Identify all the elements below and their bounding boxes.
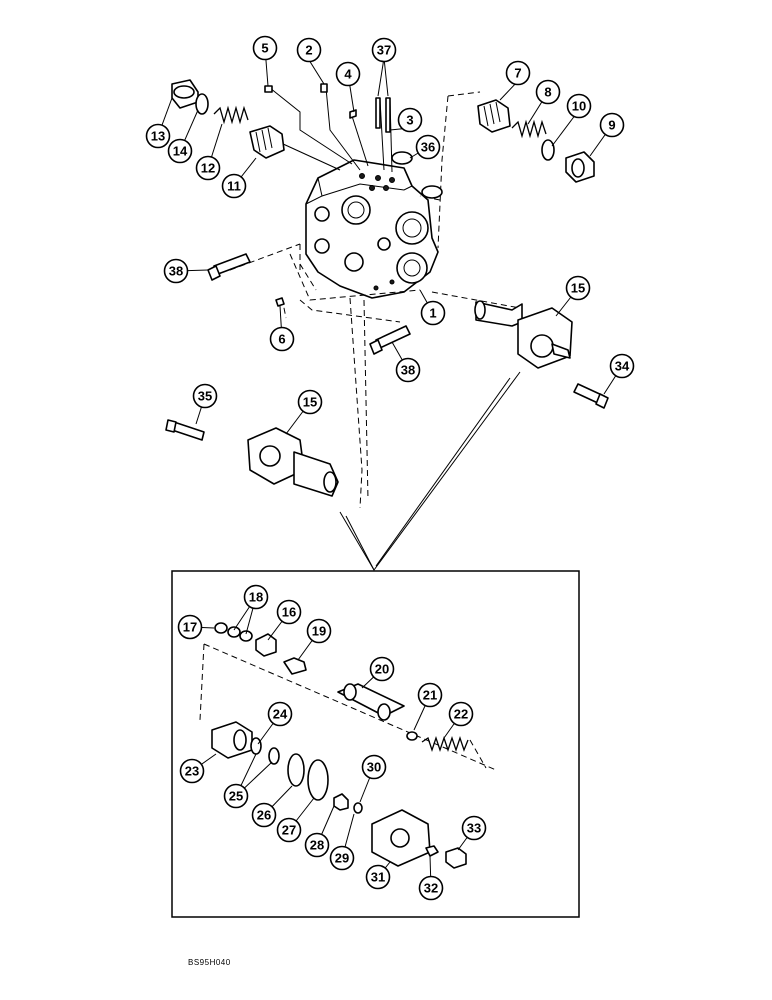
- svg-text:16: 16: [282, 605, 296, 620]
- callout-22: 22: [448, 701, 474, 727]
- svg-text:30: 30: [367, 760, 381, 775]
- svg-text:22: 22: [454, 707, 468, 722]
- svg-text:13: 13: [151, 129, 165, 144]
- callout-7: 7: [505, 60, 531, 86]
- svg-text:28: 28: [310, 838, 324, 853]
- upper-guide-lines: [229, 87, 521, 509]
- svg-text:4: 4: [344, 67, 352, 82]
- callout-6: 6: [269, 326, 295, 352]
- callout-26: 26: [251, 802, 277, 828]
- svg-text:38: 38: [401, 363, 415, 378]
- callout-9: 9: [599, 112, 625, 138]
- svg-text:36: 36: [421, 140, 435, 155]
- callout-25: 25: [223, 783, 249, 809]
- svg-text:17: 17: [183, 620, 197, 635]
- callout-23: 23: [179, 758, 205, 784]
- valve-body: [305, 159, 439, 299]
- callout-38-lower: 38: [395, 357, 421, 383]
- callout-33: 33: [461, 815, 487, 841]
- svg-text:25: 25: [229, 789, 243, 804]
- callout-1: 1: [420, 300, 446, 326]
- svg-text:19: 19: [312, 624, 326, 639]
- callout-12: 12: [195, 155, 221, 181]
- svg-text:15: 15: [303, 395, 317, 410]
- svg-text:24: 24: [273, 707, 288, 722]
- callout-19: 19: [306, 618, 332, 644]
- callout-3: 3: [397, 107, 423, 133]
- callout-28: 28: [304, 832, 330, 858]
- callout-15-lower: 15: [297, 389, 323, 415]
- callout-36: 36: [415, 134, 441, 160]
- callout-31: 31: [365, 864, 391, 890]
- spool-assembly-upper: [474, 300, 573, 369]
- callout-4: 4: [335, 61, 361, 87]
- bolts: [165, 253, 609, 441]
- callout-14: 14: [167, 138, 193, 164]
- callout-27: 27: [276, 817, 302, 843]
- drawing-code: BS95H040: [188, 958, 231, 967]
- callout-38-upper: 38: [163, 258, 189, 284]
- svg-text:27: 27: [282, 823, 296, 838]
- callout-34: 34: [609, 353, 635, 379]
- svg-text:6: 6: [278, 332, 285, 347]
- inset-parts: [199, 622, 497, 869]
- callout-10: 10: [566, 93, 592, 119]
- svg-text:32: 32: [424, 881, 438, 896]
- top-fasteners: [264, 83, 443, 199]
- svg-text:2: 2: [305, 43, 312, 58]
- left-relief-parts: [171, 79, 285, 159]
- callout-8: 8: [535, 79, 561, 105]
- callout-16: 16: [276, 599, 302, 625]
- svg-text:29: 29: [335, 851, 349, 866]
- svg-text:26: 26: [257, 808, 271, 823]
- callout-17: 17: [177, 614, 203, 640]
- callout-24: 24: [267, 701, 293, 727]
- callout-21: 21: [417, 682, 443, 708]
- callout-20: 20: [369, 656, 395, 682]
- callout-30: 30: [361, 754, 387, 780]
- svg-text:8: 8: [544, 85, 551, 100]
- svg-text:14: 14: [173, 144, 188, 159]
- svg-text:1: 1: [429, 306, 436, 321]
- callout-35: 35: [192, 383, 218, 409]
- callout-37: 37: [371, 37, 397, 63]
- svg-text:23: 23: [185, 764, 199, 779]
- svg-text:20: 20: [375, 662, 389, 677]
- svg-text:38: 38: [169, 264, 183, 279]
- svg-text:33: 33: [467, 821, 481, 836]
- callout-11: 11: [221, 173, 247, 199]
- inset-pointer: [339, 371, 521, 571]
- svg-text:12: 12: [201, 161, 215, 176]
- svg-text:9: 9: [608, 118, 615, 133]
- callout-2: 2: [296, 37, 322, 63]
- spool-assembly-lower: [247, 427, 339, 497]
- svg-text:35: 35: [198, 389, 212, 404]
- detail-inset-frame: [171, 570, 580, 918]
- svg-text:15: 15: [571, 281, 585, 296]
- svg-text:18: 18: [249, 590, 263, 605]
- right-relief-parts: [477, 99, 595, 183]
- svg-text:21: 21: [423, 688, 437, 703]
- svg-text:31: 31: [371, 870, 385, 885]
- callout-18: 18: [243, 584, 269, 610]
- svg-text:5: 5: [261, 41, 268, 56]
- callout-13: 13: [145, 123, 171, 149]
- svg-text:34: 34: [615, 359, 630, 374]
- svg-text:10: 10: [572, 99, 586, 114]
- callout-32: 32: [418, 875, 444, 901]
- callout-5: 5: [252, 35, 278, 61]
- callout-15-upper: 15: [565, 275, 591, 301]
- svg-text:11: 11: [227, 179, 241, 194]
- svg-text:37: 37: [377, 43, 391, 58]
- svg-text:3: 3: [406, 113, 413, 128]
- callout-29: 29: [329, 845, 355, 871]
- leader-lines: [157, 47, 623, 889]
- svg-text:7: 7: [514, 66, 521, 81]
